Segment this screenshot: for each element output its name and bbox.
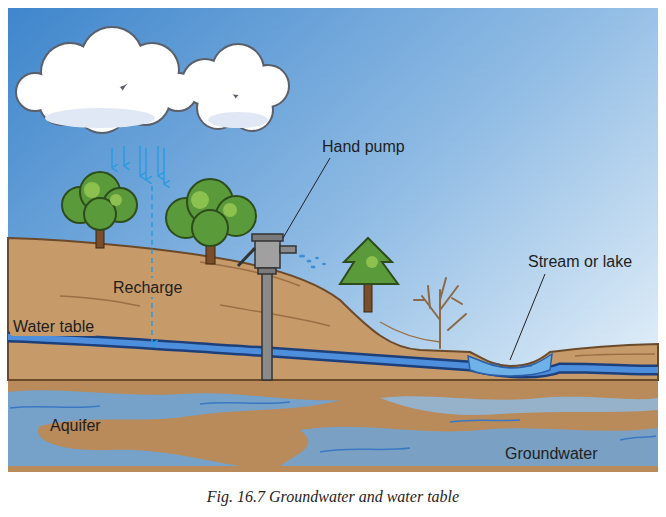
hand-pump bbox=[262, 262, 272, 380]
trees bbox=[191, 191, 237, 217]
trees bbox=[191, 191, 209, 209]
water-table-label: Water table bbox=[10, 317, 97, 336]
pump-water bbox=[322, 263, 326, 265]
trees bbox=[62, 172, 398, 312]
rain-arrows bbox=[112, 146, 164, 184]
hand-pump bbox=[280, 246, 296, 253]
pump-water bbox=[307, 260, 312, 263]
ground bbox=[575, 354, 655, 356]
recharge-label: Recharge bbox=[110, 278, 185, 297]
hand-pump bbox=[258, 268, 276, 274]
rain-arrows bbox=[139, 146, 141, 176]
recharge-arrow bbox=[151, 186, 153, 344]
clouds bbox=[208, 112, 268, 128]
stream bbox=[490, 364, 532, 366]
pump-label: Hand pump bbox=[322, 137, 405, 156]
trees bbox=[340, 238, 398, 284]
aquifer-water bbox=[450, 420, 520, 422]
sky bbox=[8, 8, 658, 472]
rain-arrows bbox=[157, 146, 159, 176]
clouds bbox=[17, 28, 288, 132]
trees bbox=[340, 238, 398, 284]
groundwater-label: Groundwater bbox=[505, 444, 598, 463]
aquifer-label: Aquifer bbox=[50, 416, 101, 435]
aquifer-water bbox=[320, 448, 410, 452]
pump-water bbox=[299, 254, 326, 268]
stream bbox=[468, 354, 552, 376]
water-table-band bbox=[8, 337, 658, 373]
ground bbox=[380, 322, 440, 342]
ground bbox=[220, 305, 330, 326]
figure-caption: Fig. 16.7 Groundwater and water table bbox=[207, 488, 459, 506]
aquifer-water bbox=[8, 390, 340, 466]
rain-arrows bbox=[123, 146, 125, 166]
trees bbox=[110, 194, 122, 206]
sky bbox=[8, 8, 658, 472]
trees bbox=[366, 256, 378, 268]
ground bbox=[60, 296, 140, 306]
dead-bush bbox=[414, 278, 466, 348]
ground bbox=[200, 262, 300, 286]
aquifer-water bbox=[200, 402, 290, 404]
rain-arrows bbox=[111, 148, 113, 168]
hand-pump bbox=[252, 234, 283, 241]
water-table-band bbox=[8, 337, 658, 373]
stream bbox=[468, 354, 552, 376]
rain-arrows bbox=[145, 148, 147, 180]
rain-arrows bbox=[163, 148, 165, 184]
trees bbox=[84, 182, 100, 198]
pump-water bbox=[315, 257, 319, 260]
leader-lines bbox=[510, 274, 545, 360]
aquifer-water bbox=[10, 402, 656, 452]
trees bbox=[366, 256, 378, 268]
aquifer-water bbox=[620, 436, 656, 440]
water-table-band bbox=[8, 337, 658, 373]
hand-pump bbox=[238, 234, 296, 380]
stream-label: Stream or lake bbox=[528, 252, 632, 271]
aquifer-water bbox=[280, 427, 658, 466]
trees bbox=[62, 172, 137, 230]
trees bbox=[192, 210, 228, 246]
clouds bbox=[45, 108, 268, 128]
hand-pump bbox=[255, 240, 280, 268]
trees bbox=[166, 179, 256, 246]
lower-ground bbox=[8, 372, 658, 472]
aquifer-water bbox=[8, 390, 658, 466]
lower-ground bbox=[8, 372, 658, 472]
pump-water bbox=[299, 254, 305, 257]
leader-lines bbox=[283, 158, 330, 238]
clouds bbox=[17, 28, 288, 132]
hand-pump bbox=[238, 248, 255, 266]
aquifer-water bbox=[380, 396, 658, 415]
leader-lines bbox=[283, 158, 545, 360]
dead-bush bbox=[414, 278, 466, 348]
trees bbox=[223, 203, 237, 217]
trees bbox=[84, 182, 122, 206]
ground bbox=[8, 238, 658, 380]
clouds bbox=[45, 108, 155, 128]
recharge-arrow bbox=[151, 186, 153, 344]
ground bbox=[8, 238, 658, 380]
clouds bbox=[17, 28, 288, 132]
pump-water bbox=[311, 266, 316, 269]
aquifer-water bbox=[10, 406, 100, 408]
